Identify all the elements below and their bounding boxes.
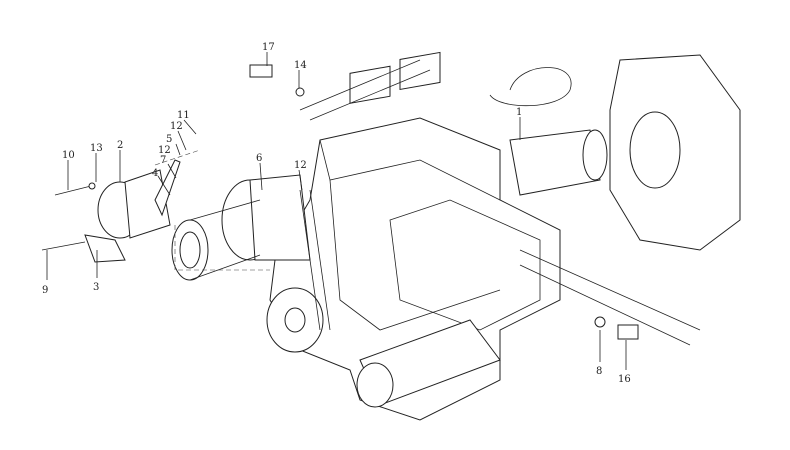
part-14-washer [295,87,305,97]
callout-7: 7 [160,155,166,166]
callout-1: 1 [516,107,522,118]
callout-12-c: 12 [294,160,307,171]
callout-5: 5 [166,134,172,145]
callout-13: 13 [90,143,103,154]
part-1-filter [489,67,608,196]
part-17-sensor [249,64,273,78]
pulley-assembly [171,174,331,353]
callout-12-a: 12 [170,121,183,132]
callout-8: 8 [596,366,602,377]
callout-17: 17 [262,42,275,53]
callout-10: 10 [62,150,75,161]
callout-12-b: 12 [158,145,171,156]
part-16-sensor [617,324,639,340]
callout-3: 3 [93,282,99,293]
callout-16: 16 [618,374,631,385]
callout-6: 6 [256,153,262,164]
starter-motor [356,319,501,408]
callout-4: 4 [152,168,158,179]
flywheel-housing [609,54,741,251]
part-8-washer [594,316,606,328]
leader-lines [46,52,627,370]
callout-11: 11 [177,110,190,121]
callout-labels: 17 14 10 13 2 11 12 5 12 7 4 6 12 1 9 3 … [42,42,631,385]
callout-2: 2 [117,140,123,151]
part-2-alternator [41,149,270,271]
callout-14: 14 [294,60,307,71]
callout-9: 9 [42,285,48,296]
